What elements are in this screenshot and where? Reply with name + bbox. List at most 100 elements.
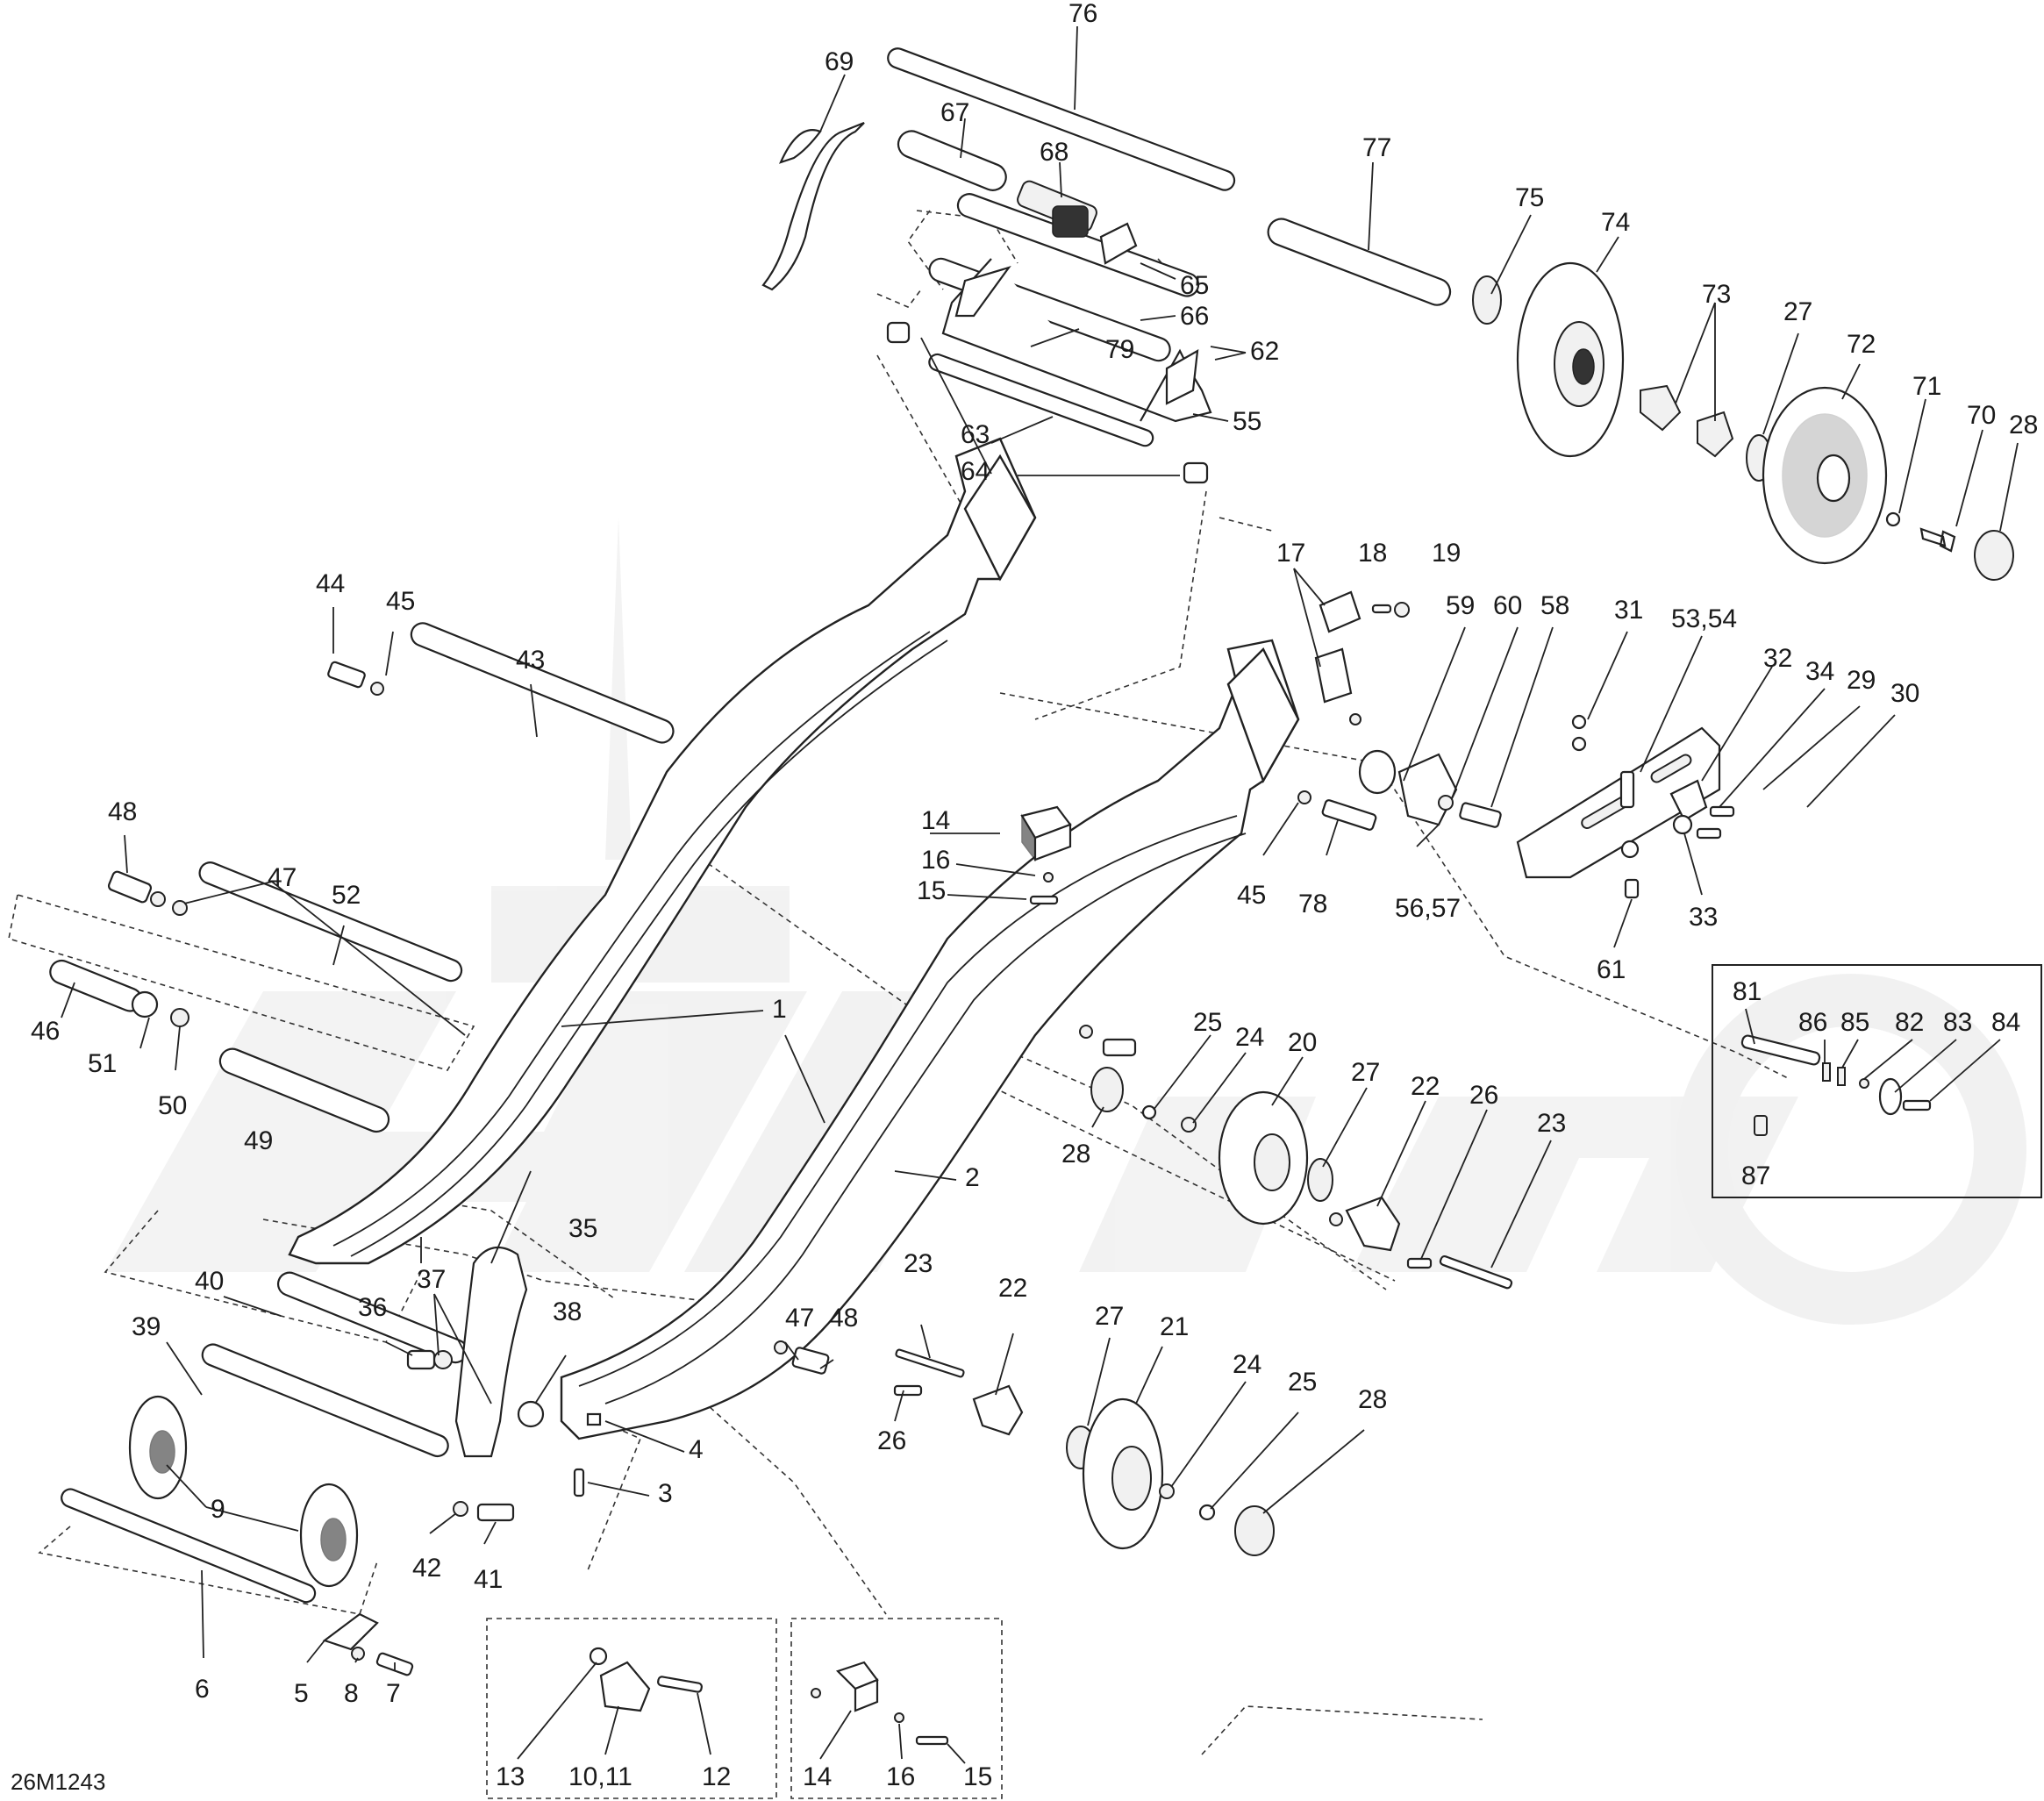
- callout-55: 55: [1233, 407, 1261, 436]
- block-22a: [1345, 1196, 1401, 1252]
- bolt-15a: [1029, 895, 1059, 905]
- shaft-63: [928, 353, 1154, 447]
- callout-69: 69: [825, 47, 854, 76]
- callout-9: 9: [211, 1495, 225, 1524]
- callout-31: 31: [1614, 596, 1643, 625]
- washer-16b: [894, 1712, 904, 1723]
- callout-74: 74: [1601, 208, 1630, 237]
- callout-52: 52: [332, 881, 361, 910]
- callout-70: 70: [1967, 401, 1996, 430]
- callout-14b: 14: [803, 1762, 832, 1791]
- washer-27b: [1307, 1158, 1333, 1202]
- callout-30: 30: [1890, 679, 1919, 708]
- callout-66: 66: [1180, 302, 1209, 331]
- nut-31b: [1571, 736, 1587, 752]
- bolt-41-group: [453, 1501, 515, 1522]
- callout-68: 68: [1040, 138, 1068, 167]
- callout-27b: 27: [1351, 1058, 1380, 1087]
- callout-71: 71: [1912, 372, 1941, 401]
- callout-26a: 26: [1469, 1081, 1498, 1110]
- washer-50: [170, 1008, 189, 1027]
- bolt-12: [657, 1676, 703, 1693]
- callout-60: 60: [1493, 591, 1522, 620]
- callout-10-11: 10,11: [568, 1762, 632, 1791]
- shaft-77: [1267, 218, 1452, 306]
- shaft-43: [410, 622, 675, 744]
- callout-5: 5: [294, 1679, 309, 1708]
- callout-17: 17: [1276, 539, 1305, 568]
- callout-41: 41: [474, 1565, 503, 1594]
- callout-25a: 25: [1193, 1008, 1222, 1037]
- callout-23a: 23: [1537, 1109, 1566, 1138]
- callout-40: 40: [195, 1267, 224, 1296]
- callout-50: 50: [158, 1091, 187, 1120]
- callout-77: 77: [1362, 133, 1391, 162]
- callout-16b: 16: [886, 1762, 915, 1791]
- front-wheels: [128, 1395, 414, 1676]
- shaft-6: [61, 1488, 317, 1604]
- callout-62: 62: [1250, 337, 1279, 366]
- washer-37: [433, 1350, 453, 1369]
- callout-43: 43: [516, 646, 545, 675]
- bolt-84: [1902, 1099, 1932, 1111]
- callout-22b: 22: [998, 1274, 1027, 1303]
- callout-34: 34: [1805, 657, 1834, 686]
- shaft-76: [887, 47, 1236, 191]
- bolt-32: [1619, 770, 1635, 809]
- washer-60: [1438, 795, 1454, 811]
- callout-59: 59: [1446, 591, 1475, 620]
- callout-75: 75: [1515, 183, 1544, 212]
- callout-64: 64: [961, 457, 990, 486]
- callout-63: 63: [961, 420, 990, 449]
- callout-44: 44: [316, 569, 345, 598]
- bolt-36: [406, 1349, 436, 1370]
- callout-25b: 25: [1288, 1368, 1317, 1397]
- callout-12: 12: [702, 1762, 731, 1791]
- callout-65: 65: [1180, 271, 1209, 300]
- callout-22a: 22: [1411, 1072, 1440, 1101]
- bolt-48: [107, 870, 153, 904]
- callout-86: 86: [1798, 1008, 1827, 1037]
- shaft-46: [49, 959, 143, 1012]
- callout-67: 67: [940, 98, 969, 127]
- callout-48a: 48: [108, 797, 137, 826]
- bolt-mid: [1102, 1038, 1137, 1057]
- bushing-67: [897, 130, 1007, 191]
- callout-27c: 27: [1095, 1302, 1124, 1331]
- nut-31a: [1571, 714, 1587, 730]
- callout-73: 73: [1702, 280, 1731, 309]
- callout-labels: 76 69 67 68 77 75 74 73 27 72 71 70 28 6…: [11, 0, 2038, 1795]
- callout-28b: 28: [1061, 1140, 1090, 1169]
- shaft-49: [218, 1047, 390, 1133]
- rail-slide-1: [288, 437, 1037, 1265]
- leader-lines: [61, 25, 2019, 1764]
- callout-28c: 28: [1358, 1385, 1387, 1414]
- callout-23b: 23: [904, 1249, 933, 1278]
- callout-61: 61: [1597, 955, 1626, 984]
- callout-53-54: 53,54: [1671, 604, 1737, 633]
- detail-81-87: [1740, 1034, 1932, 1136]
- bolt-26b: [893, 1384, 923, 1397]
- nut-38: [517, 1400, 545, 1428]
- callout-1: 1: [772, 995, 787, 1024]
- callout-47a: 47: [268, 863, 297, 892]
- washer-28b: [1090, 1067, 1124, 1112]
- callout-39: 39: [132, 1312, 161, 1341]
- bolt-30: [1709, 805, 1735, 818]
- washer-19: [1394, 602, 1410, 618]
- bracket-17: [1314, 590, 1410, 725]
- rail-slide-2: [560, 639, 1300, 1440]
- callout-46: 46: [31, 1017, 60, 1046]
- callout-83: 83: [1943, 1008, 1972, 1037]
- spring-69: [761, 121, 865, 291]
- callout-49: 49: [244, 1126, 273, 1155]
- washer-24a: [1181, 1117, 1197, 1133]
- bracket-10-11: [599, 1661, 651, 1712]
- nut-4: [586, 1412, 602, 1426]
- detail-10-13: [589, 1647, 703, 1712]
- bolt-15b: [915, 1735, 949, 1746]
- bushing-51: [131, 990, 159, 1018]
- bushing-59: [1358, 749, 1397, 795]
- diagram-code: 26M1243: [11, 1769, 105, 1795]
- nut-33: [1672, 814, 1693, 835]
